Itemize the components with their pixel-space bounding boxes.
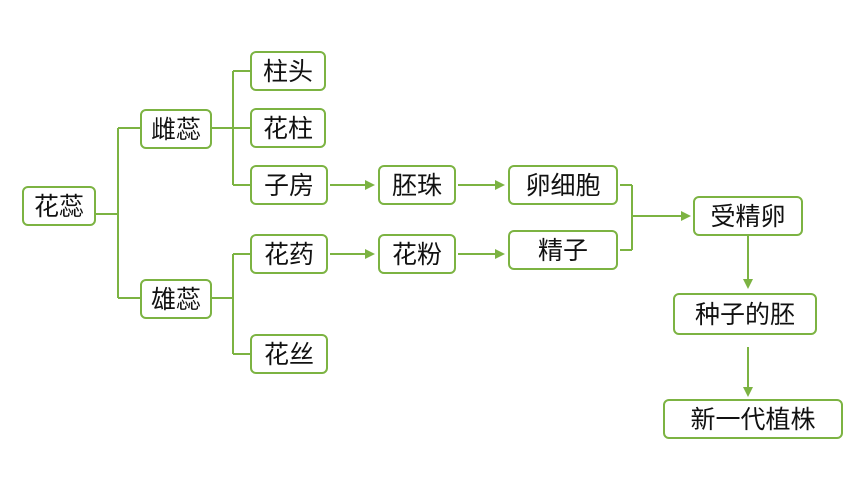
node-filament: 花丝 <box>250 334 328 374</box>
node-stamen: 雄蕊 <box>140 279 212 319</box>
node-pollen: 花粉 <box>378 234 456 274</box>
node-new-plant: 新一代植株 <box>663 399 843 439</box>
node-stigma: 柱头 <box>250 51 326 91</box>
arrowhead-pollen-sperm <box>495 249 505 259</box>
node-egg-cell: 卵细胞 <box>508 165 618 205</box>
bracket-fertilization <box>620 184 682 251</box>
node-flower-stamen-root: 花蕊 <box>22 186 96 226</box>
node-style: 花柱 <box>250 108 326 148</box>
node-zygote: 受精卵 <box>693 196 803 236</box>
arrowhead-fertilization <box>681 211 691 221</box>
arrowhead-zygote-embryo <box>743 279 753 289</box>
node-ovule: 胚珠 <box>378 165 456 205</box>
arrowhead-ovary-ovule <box>365 180 375 190</box>
arrowhead-embryo-plant <box>743 387 753 397</box>
arrowhead-ovule-egg <box>495 180 505 190</box>
bracket-root <box>96 127 140 299</box>
node-sperm: 精子 <box>508 230 618 270</box>
node-ovary: 子房 <box>250 165 328 205</box>
node-anther: 花药 <box>250 234 328 274</box>
node-seed-embryo: 种子的胚 <box>673 293 817 335</box>
node-pistil: 雌蕊 <box>140 109 212 149</box>
bracket-pistil <box>212 70 250 186</box>
bracket-stamen <box>212 253 250 355</box>
arrowhead-anther-pollen <box>365 249 375 259</box>
